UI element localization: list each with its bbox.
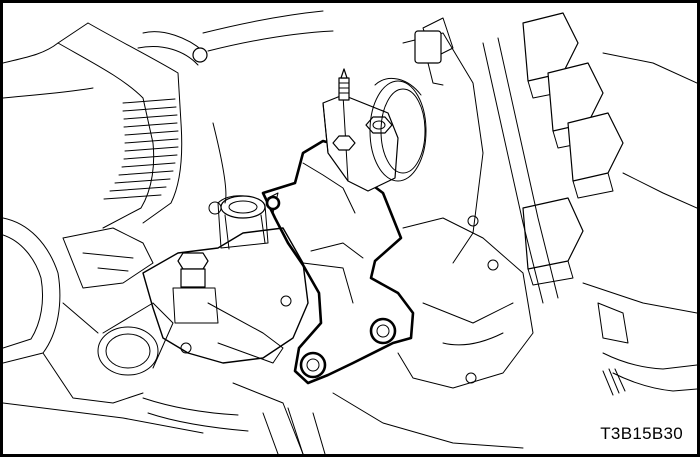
figure-code-label: T3B15B30: [600, 424, 683, 443]
housing-bolt-icon: [172, 252, 219, 324]
mount-bolt-lower-left-icon: [299, 351, 327, 379]
engine-mount-illustration: [3, 10, 697, 454]
transmission-plate: [232, 215, 534, 454]
mount-stud-icon: [338, 68, 350, 101]
mount-bolt-upper-icon: [265, 195, 281, 211]
mount-lower-nut-icon: [332, 135, 356, 151]
hose-clamp-icon: [192, 47, 208, 63]
coil-pack-3: [567, 112, 624, 199]
left-housing: [3, 217, 204, 434]
lower-piping: [142, 122, 249, 432]
filler-neck-icon: [220, 195, 266, 219]
coolant-pipe: [62, 302, 174, 376]
pulley-icon: [369, 77, 427, 182]
vacuum-hose: [597, 302, 629, 396]
mount-nut-icon: [365, 116, 393, 134]
mount-bolt-right-icon: [369, 317, 397, 345]
oil-cap-icon: [414, 30, 442, 64]
coil-pack-4: [522, 197, 584, 286]
thermostat-housing: [142, 195, 354, 364]
engine-block-right: [402, 12, 697, 396]
corrugated-hose: [103, 98, 179, 200]
intake-air-duct: [3, 10, 334, 229]
mount-pedestal: [322, 68, 427, 192]
